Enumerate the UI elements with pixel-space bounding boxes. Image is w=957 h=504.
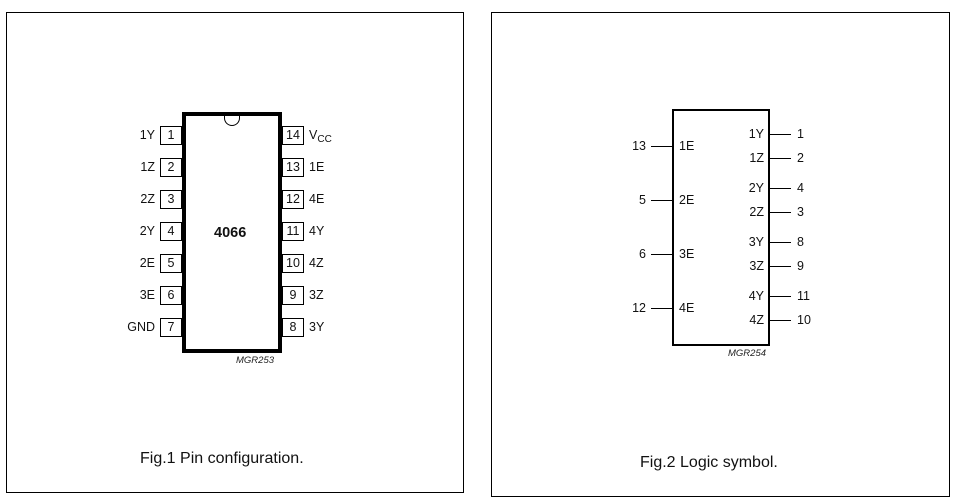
input-label: 3E [679, 247, 695, 261]
pin-number-box: 13 [282, 158, 304, 177]
input-wire [651, 308, 672, 309]
drawing-code-fig2: MGR254 [728, 348, 767, 359]
output-pin-number: 3 [797, 205, 804, 219]
input-wire [651, 200, 672, 201]
output-pin-number: 11 [797, 289, 810, 303]
drawing-code-fig1: MGR253 [236, 355, 275, 366]
pin-number-box: 9 [282, 286, 304, 305]
pin-label-main: V [309, 128, 318, 142]
pin-label: 1Y [139, 128, 155, 142]
chip-name: 4066 [214, 225, 247, 241]
fig2-caption: Fig.2 Logic symbol. [640, 454, 778, 471]
pin-label: 4Y [309, 224, 325, 238]
output-label: 3Z [749, 259, 764, 273]
output-label: 1Y [748, 127, 764, 141]
pin-number-box: 11 [282, 222, 304, 241]
pin-number-box: 5 [160, 254, 182, 273]
logic-symbol-box [672, 109, 770, 346]
output-wire [770, 296, 791, 297]
input-label: 1E [679, 139, 695, 153]
output-wire [770, 242, 791, 243]
pin-label: 1E [309, 160, 325, 174]
input-wire [651, 254, 672, 255]
pin-label: 2Z [140, 192, 155, 206]
pin-label-subscript: CC [317, 134, 332, 145]
output-wire [770, 266, 791, 267]
output-label: 4Y [748, 289, 764, 303]
pin-number-box: 14 [282, 126, 304, 145]
input-wire [651, 146, 672, 147]
pin-label: 3Y [309, 320, 325, 334]
output-wire [770, 188, 791, 189]
input-pin-number: 6 [639, 247, 646, 261]
input-label: 2E [679, 193, 695, 207]
output-pin-number: 2 [797, 151, 804, 165]
pin-label: 3E [139, 288, 155, 302]
output-wire [770, 134, 791, 135]
input-label: 4E [679, 301, 695, 315]
input-pin-number: 13 [632, 139, 646, 153]
output-label: 2Z [749, 205, 764, 219]
pin-label: 1Z [140, 160, 155, 174]
pin-number-box: 6 [160, 286, 182, 305]
output-pin-number: 8 [797, 235, 804, 249]
pin-label: VCC [309, 127, 332, 148]
output-wire [770, 320, 791, 321]
output-label: 2Y [748, 181, 764, 195]
pin-number-box: 12 [282, 190, 304, 209]
pin-label: 4Z [309, 256, 324, 270]
output-label: 1Z [749, 151, 764, 165]
pin-number-box: 10 [282, 254, 304, 273]
pin-label: 2Y [139, 224, 155, 238]
output-pin-number: 1 [797, 127, 804, 141]
pin-number-box: 8 [282, 318, 304, 337]
output-wire [770, 158, 791, 159]
input-pin-number: 5 [639, 193, 646, 207]
pin-label: 2E [139, 256, 155, 270]
input-pin-number: 12 [632, 301, 646, 315]
pin-number-box: 4 [160, 222, 182, 241]
fig1-caption: Fig.1 Pin configuration. [140, 450, 304, 467]
pin-number-box: 3 [160, 190, 182, 209]
output-wire [770, 212, 791, 213]
pin-number-box: 7 [160, 318, 182, 337]
pin-label: 4E [309, 192, 325, 206]
pin-label: 3Z [309, 288, 324, 302]
output-pin-number: 4 [797, 181, 804, 195]
output-label: 3Y [748, 235, 764, 249]
output-pin-number: 10 [797, 313, 811, 327]
output-pin-number: 9 [797, 259, 804, 273]
pin-number-box: 2 [160, 158, 182, 177]
output-label: 4Z [749, 313, 764, 327]
pin-number-box: 1 [160, 126, 182, 145]
ic-package [182, 112, 282, 353]
pin-label: GND [127, 320, 155, 334]
